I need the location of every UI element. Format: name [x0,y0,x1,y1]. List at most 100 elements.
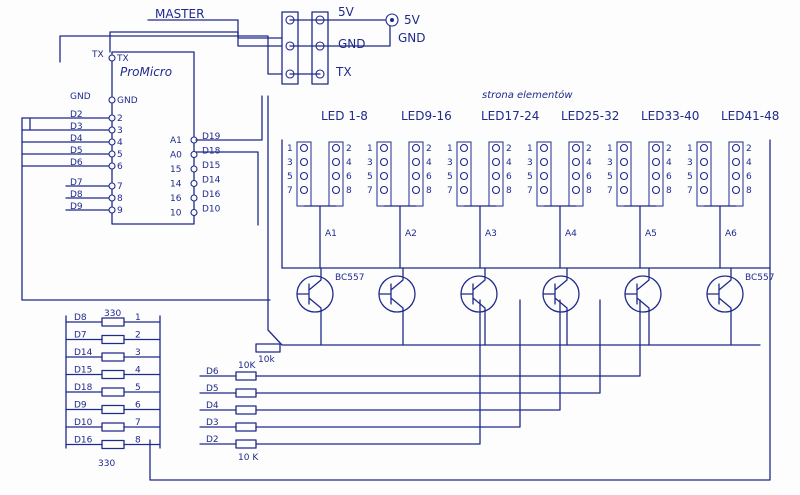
led-pin [651,143,661,153]
led-pin [619,157,629,167]
base-resistor-value: 10 K [238,453,259,463]
led-pin [731,171,741,181]
board-pin-number: 5 [117,150,123,160]
led-pin [619,171,629,181]
board-pin-number: 8 [117,194,123,204]
led-pin [331,185,341,195]
led-pin [699,185,709,195]
led-pin-number: 4 [346,158,352,168]
led-pin [651,171,661,181]
bc557-transistor [378,267,416,346]
segment-resistor-body [101,369,125,380]
board-pin-right [190,165,198,173]
led-pin [699,171,709,181]
led-pin-number: 6 [746,172,752,182]
led-group-label: LED17-24 [481,109,539,123]
led-anode-wire [463,205,497,269]
led-pin-number: 3 [287,158,293,168]
board-pin-number: 7 [117,182,123,192]
segment-resistor-number: 4 [135,366,141,376]
led-pin-number: 8 [506,186,512,196]
led-pin [571,143,581,153]
base-resistor-wire [199,299,641,377]
board-pin-label: GND [70,92,91,102]
led-pin-number: 7 [527,186,533,196]
led-pin-number: 6 [586,172,592,182]
led-pin-number: 4 [746,158,752,168]
segment-resistor-body [101,422,125,432]
base-resistor-label: D4 [206,401,219,411]
led-pin-number: 7 [687,186,693,196]
led-pin-number: 5 [527,172,533,182]
led-pin-number: 5 [367,172,373,182]
header-links [289,19,321,75]
led-pin [379,143,389,153]
led-pin [731,157,741,167]
led-pin-number: 3 [687,158,693,168]
transistor-leads [706,267,732,346]
led-pin [411,143,421,153]
led-pin [491,157,501,167]
board-pin-label: D16 [202,190,221,200]
base-resistor-wire [199,299,521,428]
transistor-leads [378,267,404,346]
led-pin-number: 4 [666,158,672,168]
board-pin-label: D5 [70,146,83,156]
led-pin [539,143,549,153]
led-pin-number: 6 [506,172,512,182]
base-resistor: D5 [199,299,601,398]
led-pin-number: 5 [287,172,293,182]
led-pin [299,171,309,181]
led-pin [459,185,469,195]
led-pin-number: 2 [426,144,432,154]
led-pin [459,157,469,167]
led-pin [331,157,341,167]
led-pin [491,185,501,195]
board-pin-label: D15 [202,161,220,171]
led-pin [379,171,389,181]
board-pin-label: D10 [202,205,221,215]
board-pin-label: D7 [70,178,83,188]
led-pin-number: 6 [426,172,432,182]
segment-resistor-number: 8 [135,436,141,446]
led-pin [379,185,389,195]
board-pin-right [190,150,198,159]
led-group-label: LED25-32 [561,109,619,123]
led-pin-number: 3 [607,158,613,168]
transistor-leads [296,267,322,346]
segment-resistor-label: D7 [74,331,87,341]
seg-value-top: 330 [104,309,121,319]
led-anode-wire [623,205,657,269]
segment-resistor-label: D10 [74,418,93,428]
led-pin [731,143,741,153]
led-pin-number: 7 [287,186,293,196]
led-pin-number: 1 [687,144,693,154]
power-wires [319,19,391,47]
led-pin-number: 4 [426,158,432,168]
d18-wire [195,151,259,226]
board-pin-label: D3 [70,122,83,132]
segment-resistor-label: D9 [74,401,87,411]
led-pin-number: 2 [746,144,752,154]
board-pin-number: 3 [117,126,123,136]
gnd-right-label: GND [398,31,426,45]
segment-resistor-body [101,317,125,327]
board-pin-left [108,114,116,122]
led-pin-number: 1 [607,144,613,154]
led-anode-label: A4 [565,229,577,239]
led-pin-number: 2 [666,144,672,154]
base-resistor-main [255,343,281,353]
led-pin-number: 3 [447,158,453,168]
board-pin-left [108,54,116,62]
led-pin-number: 4 [586,158,592,168]
segment-resistor-body [101,352,125,362]
base-resistor: D4 [199,299,561,415]
